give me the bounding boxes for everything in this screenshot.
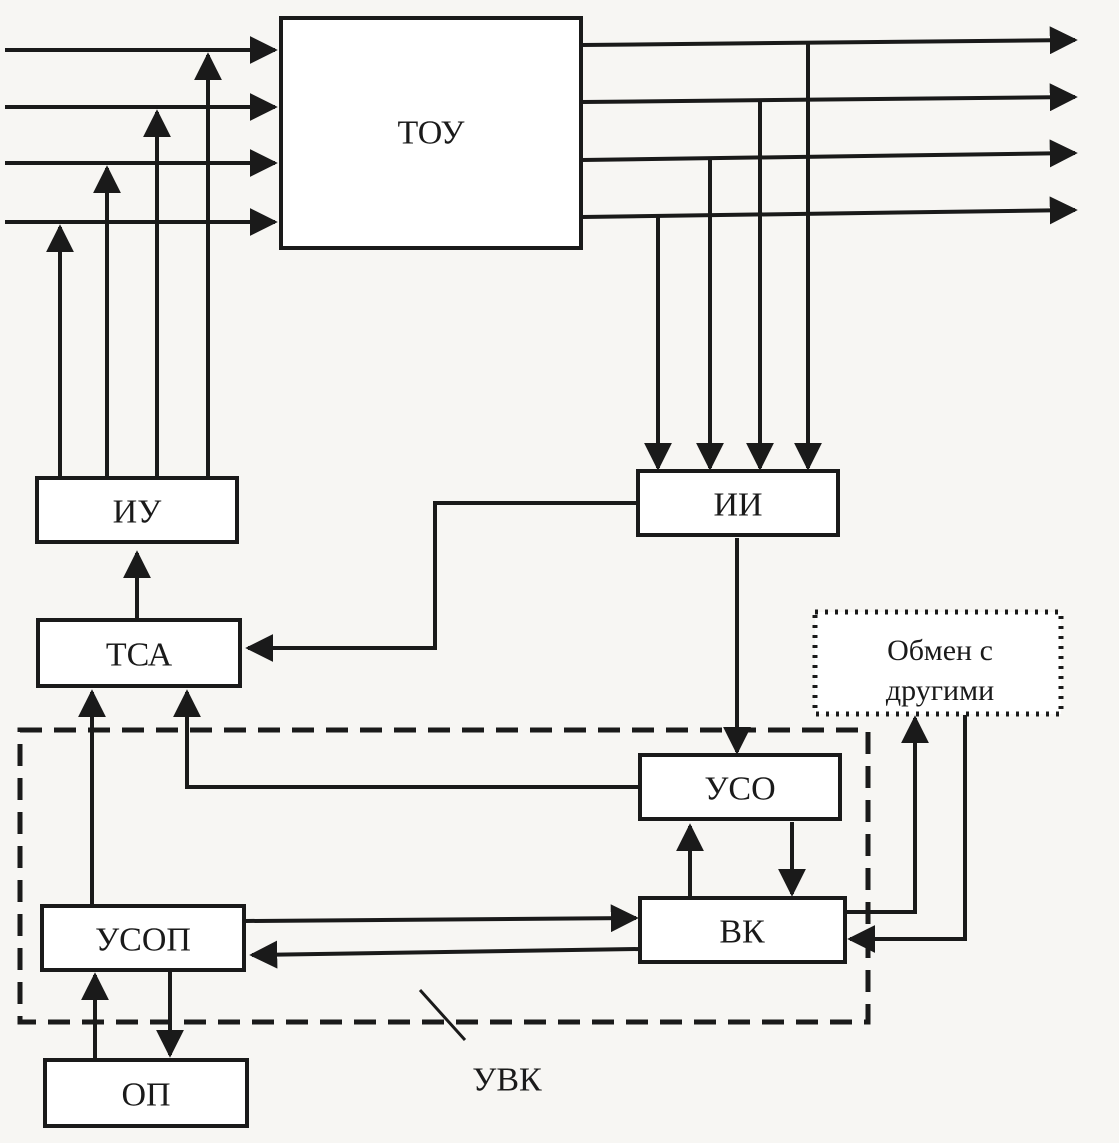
block-op-label: ОП	[121, 1077, 170, 1114]
block-tou: ТОУ	[279, 16, 583, 250]
uvk-group-border	[17, 727, 871, 1025]
block-exchange: Обмен с другими	[812, 609, 1064, 717]
block-uso: УСО	[638, 753, 842, 821]
usop-to-vk-arrow	[245, 904, 639, 933]
vk-to-usop-arrow	[249, 940, 641, 969]
block-usop: УСОП	[40, 904, 246, 972]
vk-to-exchange-arrow	[845, 715, 929, 914]
ii-sensor-arrows	[644, 44, 822, 471]
block-uso-label: УСО	[704, 771, 775, 808]
ii-to-tsa-arrow	[245, 501, 636, 662]
block-ii-label: ИИ	[713, 487, 762, 524]
exchange-label-line1: Обмен с	[887, 634, 993, 667]
uso-to-tsa-arrow	[173, 689, 640, 789]
tou-output-arrows	[581, 26, 1078, 225]
block-usop-label: УСОП	[95, 922, 191, 959]
exchange-to-vk-arrow	[847, 715, 967, 953]
uvk-pointer-line	[418, 988, 467, 1042]
uvk-label: УВК	[472, 1062, 542, 1099]
iu-control-arrows	[46, 52, 222, 476]
tou-input-arrows	[5, 36, 278, 236]
exchange-label-line2: другими	[886, 674, 994, 707]
block-op: ОП	[43, 1058, 249, 1128]
block-tsa-label: ТСА	[106, 637, 173, 674]
block-ii: ИИ	[636, 469, 840, 537]
block-iu-label: ИУ	[113, 494, 163, 531]
block-vk: ВК	[638, 896, 847, 964]
block-tou-label: ТОУ	[397, 115, 465, 152]
block-vk-label: ВК	[719, 914, 765, 951]
block-iu: ИУ	[35, 476, 239, 544]
block-tsa: ТСА	[36, 618, 242, 688]
